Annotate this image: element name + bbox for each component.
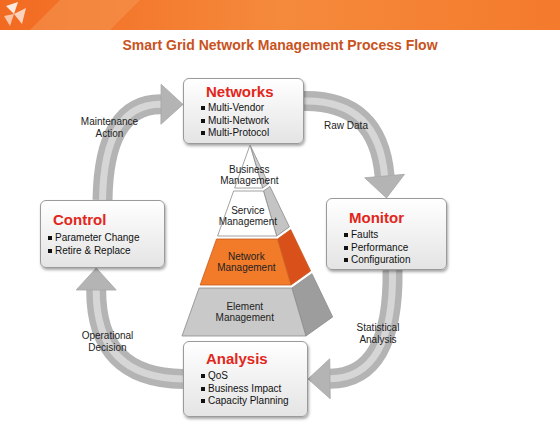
process-box: NetworksMulti-VendorMulti-NetworkMulti-P…	[183, 78, 304, 144]
bullet-square	[344, 246, 348, 250]
box-heading: Networks	[206, 83, 274, 100]
bullet-item: Parameter Change	[55, 232, 140, 244]
edge-label: Raw Data	[316, 120, 376, 132]
arrow-highlight	[304, 101, 385, 176]
bullet-square	[48, 236, 52, 240]
process-box: MonitorFaultsPerformanceConfiguration	[326, 198, 447, 270]
pyramid-layer: Network Management	[170, 239, 345, 285]
arrow-head	[308, 359, 330, 399]
layer-front	[182, 288, 306, 336]
flow-arrow	[103, 84, 184, 200]
bullet-item: Multi-Vendor	[208, 102, 264, 114]
pyramid-layer: Element Management	[170, 288, 345, 336]
edge-label: Maintenance Action	[72, 116, 147, 140]
bullet-item: Configuration	[351, 254, 410, 266]
arrow-body	[304, 101, 385, 176]
box-heading: Monitor	[349, 209, 404, 226]
bullet-item: Multi-Network	[208, 115, 269, 127]
process-box: ControlParameter ChangeRetire & Replace	[40, 200, 165, 268]
box-heading: Analysis	[206, 350, 268, 367]
bullet-item: QoS	[208, 370, 228, 382]
layer-label: Element Management	[210, 301, 280, 323]
pyramid-layer: Business Management	[170, 145, 345, 188]
bullet-item: Capacity Planning	[208, 395, 289, 407]
edge-label: Operational Decision	[70, 330, 145, 354]
layer-label: Business Management	[216, 164, 282, 186]
bullet-square	[201, 399, 205, 403]
bullet-square	[201, 374, 205, 378]
header-band	[0, 0, 560, 36]
flow-arrow	[76, 268, 183, 379]
layer-label: Service Management	[215, 205, 281, 227]
bullet-square	[344, 233, 348, 237]
layer-front	[200, 239, 291, 285]
bullet-square	[344, 258, 348, 262]
bullet-square	[201, 106, 205, 110]
bullet-item: Business Impact	[208, 383, 281, 395]
box-heading: Control	[53, 211, 106, 228]
bullet-item: Retire & Replace	[55, 245, 131, 257]
bullet-item: Faults	[351, 229, 378, 241]
arrow-head	[76, 268, 116, 290]
arrow-head	[365, 174, 405, 198]
flow-arrow	[304, 101, 405, 198]
pyramid-layer: Service Management	[170, 191, 345, 236]
bullet-square	[48, 249, 52, 253]
bullet-square	[201, 131, 205, 135]
arrow-head	[161, 84, 183, 124]
bullet-item: Performance	[351, 242, 408, 254]
layer-label: Network Management	[213, 251, 279, 273]
diagram-title: Smart Grid Network Management Process Fl…	[0, 37, 560, 53]
bullet-square	[201, 119, 205, 123]
bullet-item: Multi-Protocol	[208, 127, 269, 139]
edge-label: Statistical Analysis	[343, 322, 413, 346]
process-box: AnalysisQoSBusiness ImpactCapacity Plann…	[183, 341, 308, 417]
bullet-square	[201, 387, 205, 391]
